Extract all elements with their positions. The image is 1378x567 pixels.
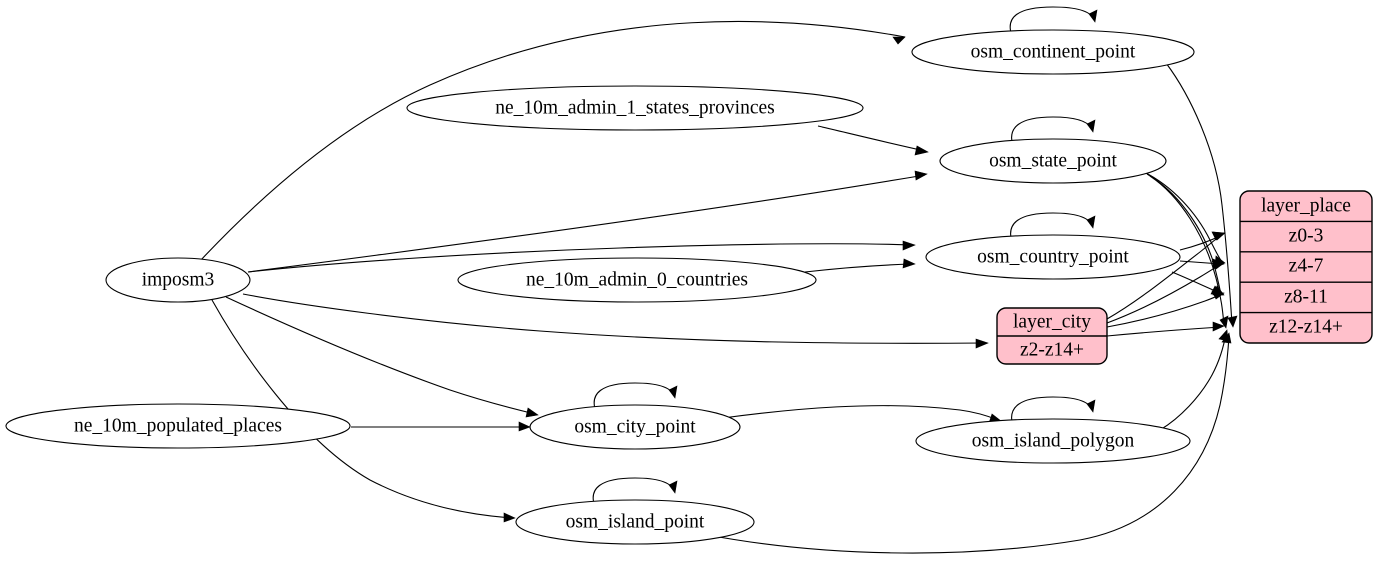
edge-osm_city_point-self-loop — [593, 382, 678, 413]
node-label-ne_10m_populated_places: ne_10m_populated_places — [74, 415, 282, 436]
edge-imposm3-to-osm_continent_point — [199, 20, 906, 262]
record-row-layer_place-z0-3[interactable]: z0-3 — [1289, 225, 1324, 246]
node-ne_10m_populated_places[interactable]: ne_10m_populated_places — [5, 403, 351, 449]
node-label-osm_state_point: osm_state_point — [989, 150, 1117, 171]
edges-layer — [199, 6, 1238, 554]
node-imposm3[interactable]: imposm3 — [105, 257, 251, 303]
edge-osm_island_point-to-layer_place-z12 — [707, 332, 1232, 554]
edge-imposm3-to-osm_state_point — [247, 170, 928, 273]
edge-osm_city_point-to-osm_island_polygon — [722, 405, 1002, 424]
edge-imposm3-to-osm_city_point — [225, 296, 539, 418]
record-nodes-layer: layer_city z2-z14+ layer_place z0-3 z4-7… — [996, 190, 1373, 365]
record-node-layer_city[interactable]: layer_city z2-z14+ — [996, 307, 1108, 365]
edge-osm_state_point-self-loop — [1011, 116, 1096, 147]
node-osm_island_point[interactable]: osm_island_point — [515, 499, 755, 545]
node-label-ne_10m_admin_1_states_provinces: ne_10m_admin_1_states_provinces — [495, 97, 774, 118]
edge-layer_city-to-layer_place-z4 — [1106, 260, 1225, 324]
edge-layer_city-to-layer_place-z12 — [1106, 321, 1225, 337]
node-ne_10m_admin_1_states_provinces[interactable]: ne_10m_admin_1_states_provinces — [406, 85, 864, 131]
node-label-osm_island_polygon: osm_island_polygon — [972, 430, 1135, 451]
edge-osm_island_point-self-loop — [592, 477, 678, 508]
node-label-osm_country_point: osm_country_point — [977, 246, 1129, 267]
record-row-layer_place-z12-z14[interactable]: z12-z14+ — [1269, 316, 1343, 337]
node-osm_city_point[interactable]: osm_city_point — [529, 404, 741, 450]
edge-ne_10m_admin_1_states_provinces-to-osm_state_point — [817, 125, 929, 156]
edge-osm_continent_point-self-loop — [1009, 6, 1098, 37]
edge-osm_state_point-to-layer_place-z8 — [1146, 173, 1225, 296]
record-row-layer_place-z8-11[interactable]: z8-11 — [1284, 286, 1328, 307]
node-label-osm_city_point: osm_city_point — [574, 416, 696, 437]
node-osm_island_polygon[interactable]: osm_island_polygon — [915, 418, 1191, 464]
edge-osm_continent_point-to-layer_place-z12 — [1165, 62, 1238, 328]
edge-ne_10m_populated_places-to-osm_city_point — [351, 421, 531, 432]
node-label-osm_continent_point: osm_continent_point — [971, 41, 1136, 62]
node-label-osm_island_point: osm_island_point — [566, 511, 705, 532]
nodes-layer: imposm3 ne_10m_populated_places ne_10m_a… — [5, 29, 1195, 545]
edge-layer_city-to-layer_place-z0 — [1106, 231, 1225, 320]
record-row-layer_place-z4-7[interactable]: z4-7 — [1289, 255, 1324, 276]
record-node-layer_place[interactable]: layer_place z0-3 z4-7 z8-11 z12-z14+ — [1239, 190, 1373, 344]
node-osm_continent_point[interactable]: osm_continent_point — [911, 29, 1195, 75]
node-osm_country_point[interactable]: osm_country_point — [925, 234, 1181, 280]
edge-imposm3-to-layer_city — [242, 293, 989, 349]
edge-osm_island_polygon-self-loop — [1011, 396, 1096, 427]
record-row-layer_city-header: layer_city — [1013, 311, 1091, 332]
node-label-ne_10m_admin_0_countries: ne_10m_admin_0_countries — [526, 269, 748, 290]
record-row-layer_city-z2-z14[interactable]: z2-z14+ — [1020, 339, 1084, 360]
edge-imposm3-to-osm_country_point — [247, 240, 916, 273]
layer_place-body[interactable] — [1239, 190, 1373, 344]
node-osm_state_point[interactable]: osm_state_point — [939, 138, 1167, 184]
edge-osm_country_point-self-loop — [1010, 212, 1096, 243]
node-label-imposm3: imposm3 — [142, 269, 215, 290]
record-row-layer_place-header: layer_place — [1261, 195, 1351, 216]
edge-imposm3-to-osm_island_point — [211, 299, 516, 523]
edge-ne_10m_admin_0_countries-to-osm_country_point — [804, 258, 916, 273]
edge-layer_city-to-layer_place-z8 — [1106, 290, 1225, 328]
node-ne_10m_admin_0_countries[interactable]: ne_10m_admin_0_countries — [457, 257, 817, 303]
